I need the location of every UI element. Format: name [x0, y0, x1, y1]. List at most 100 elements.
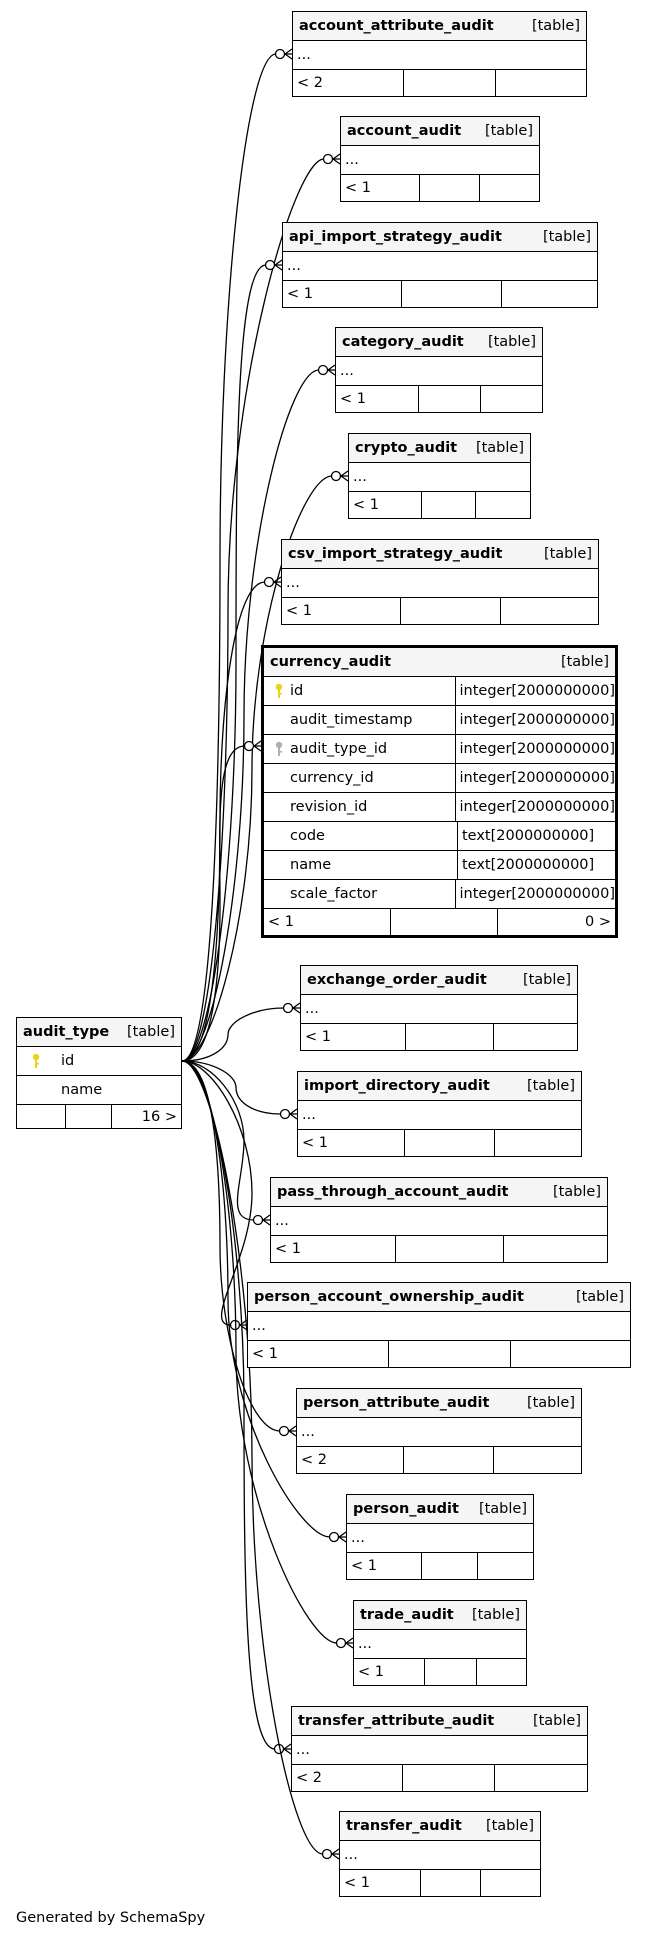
parent-count: < 2 — [296, 1770, 322, 1786]
table-person-account-ownership-audit[interactable]: person_account_ownership_audit[table]...… — [247, 1282, 631, 1368]
column-name-cell: code — [264, 822, 457, 850]
table-person-attribute-audit[interactable]: person_attribute_audit[table]...< 2 — [296, 1388, 582, 1474]
collapsed-columns-row: ... — [347, 1524, 533, 1553]
relationship-edge-exchange-order-audit — [181, 1007, 285, 1062]
foreign-key-icon — [268, 741, 290, 757]
optional-marker-icon — [317, 364, 329, 376]
table-name: person_audit — [353, 1501, 459, 1517]
generated-by-label: Generated by SchemaSpy — [16, 1910, 206, 1926]
table-pass-through-account-audit[interactable]: pass_through_account_audit[table]...< 1 — [270, 1177, 608, 1263]
relationship-edge-transfer-audit — [181, 1060, 324, 1855]
table-type-label: [table] — [552, 1184, 601, 1200]
parent-count: < 2 — [301, 1452, 327, 1468]
rows-cell — [420, 1870, 480, 1896]
table-header: transfer_attribute_audit[table] — [292, 1707, 587, 1736]
ellipsis-label: ... — [296, 1742, 310, 1758]
table-name: pass_through_account_audit — [277, 1184, 509, 1200]
crows-foot-icon — [292, 1002, 301, 1014]
collapsed-columns-row: ... — [336, 357, 542, 386]
table-name: account_attribute_audit — [299, 18, 494, 34]
optional-marker-icon — [263, 576, 275, 588]
table-transfer-attribute-audit[interactable]: transfer_attribute_audit[table]... < 2 — [291, 1706, 588, 1792]
table-name: audit_type — [23, 1024, 110, 1040]
table-footer: < 1 — [341, 175, 539, 201]
ellipsis-label: ... — [340, 363, 354, 379]
optional-marker-icon — [321, 1848, 333, 1860]
children-cell — [476, 1659, 526, 1685]
optional-marker-icon — [278, 1425, 290, 1437]
ellipsis-label: ... — [358, 1636, 372, 1652]
table-account-attribute-audit[interactable]: account_attribute_audit [table]... < 2 — [292, 11, 587, 97]
table-import-directory-audit[interactable]: import_directory_audit[table]...< 1 — [297, 1071, 582, 1157]
crows-foot-icon — [345, 1637, 354, 1649]
table-name: currency_audit — [270, 654, 392, 670]
table-api-import-strategy-audit[interactable]: api_import_strategy_audit[table]...< 1 — [282, 222, 598, 308]
table-csv-import-strategy-audit[interactable]: csv_import_strategy_audit[table]...< 1 — [281, 539, 599, 625]
column-name-cell: currency_id — [264, 764, 455, 792]
collapsed-columns-row: ... — [341, 146, 539, 175]
crows-foot-icon — [274, 259, 283, 271]
table-header: trade_audit[table] — [354, 1601, 526, 1630]
optional-marker-icon — [335, 1637, 347, 1649]
crows-foot-icon — [332, 153, 341, 165]
table-crypto-audit[interactable]: crypto_audit[table]...< 1 — [348, 433, 531, 519]
ellipsis-label: ... — [252, 1318, 266, 1334]
table-type-label: [table] — [531, 18, 580, 34]
rows-cell — [402, 1765, 494, 1791]
column-type: integer[2000000000] — [454, 880, 615, 908]
children-cell — [510, 1341, 630, 1367]
table-footer: < 2 — [293, 70, 586, 96]
rows-cell — [400, 598, 500, 624]
children-cell — [475, 492, 530, 518]
table-header: account_audit[table] — [341, 117, 539, 146]
table-exchange-order-audit[interactable]: exchange_order_audit[table]...< 1 — [300, 965, 578, 1051]
column-type: text[2000000000] — [457, 822, 615, 850]
parent-count: < 2 — [297, 75, 323, 91]
optional-marker-icon — [282, 1002, 294, 1014]
table-type-label: [table] — [526, 1078, 575, 1094]
table-footer: 16 > — [17, 1105, 181, 1128]
column-name: revision_id — [290, 799, 368, 815]
optional-marker-icon — [252, 1214, 264, 1226]
table-footer: < 1 — [349, 492, 530, 518]
crows-foot-icon — [331, 1848, 340, 1860]
table-name: crypto_audit — [355, 440, 458, 456]
column-type: integer[2000000000] — [454, 677, 615, 705]
column-name: audit_timestamp — [290, 712, 413, 728]
table-type-label: [table] — [522, 972, 571, 988]
table-footer: < 1 — [354, 1659, 526, 1685]
rows-cell — [395, 1236, 503, 1262]
column-name-cell: revision_id — [264, 793, 455, 821]
crows-foot-icon — [284, 48, 293, 60]
primary-key-icon — [268, 683, 290, 699]
table-name: trade_audit — [360, 1607, 454, 1623]
rows-cell — [419, 175, 479, 201]
table-type-label: [table] — [526, 1395, 575, 1411]
ellipsis-label: ... — [297, 47, 311, 63]
table-account-audit[interactable]: account_audit[table]...< 1 — [340, 116, 540, 202]
rows-cell — [403, 70, 495, 96]
parent-count: < 1 — [351, 1558, 377, 1574]
relationship-edge-currency-audit — [181, 745, 246, 1062]
table-trade-audit[interactable]: trade_audit[table]... < 1 — [353, 1600, 527, 1686]
column-name: code — [290, 828, 325, 844]
table-person-audit[interactable]: person_audit[table]...< 1 — [346, 1494, 534, 1580]
parent-count: < 1 — [344, 1875, 370, 1891]
primary-key-icon — [25, 1053, 47, 1069]
table-name: person_account_ownership_audit — [254, 1289, 524, 1305]
table-header: csv_import_strategy_audit[table] — [282, 540, 598, 569]
optional-marker-icon — [322, 153, 334, 165]
table-transfer-audit[interactable]: transfer_audit[table]...< 1 — [339, 1811, 541, 1897]
table-category-audit[interactable]: category_audit[table]...< 1 — [335, 327, 543, 413]
table-footer: < 1 — [283, 281, 597, 307]
table-type-label: [table] — [126, 1024, 175, 1040]
table-type-label: [table] — [475, 440, 524, 456]
parent-count: < 1 — [358, 1664, 384, 1680]
table-type-label: [table] — [485, 1818, 534, 1834]
table-name: csv_import_strategy_audit — [288, 546, 503, 562]
